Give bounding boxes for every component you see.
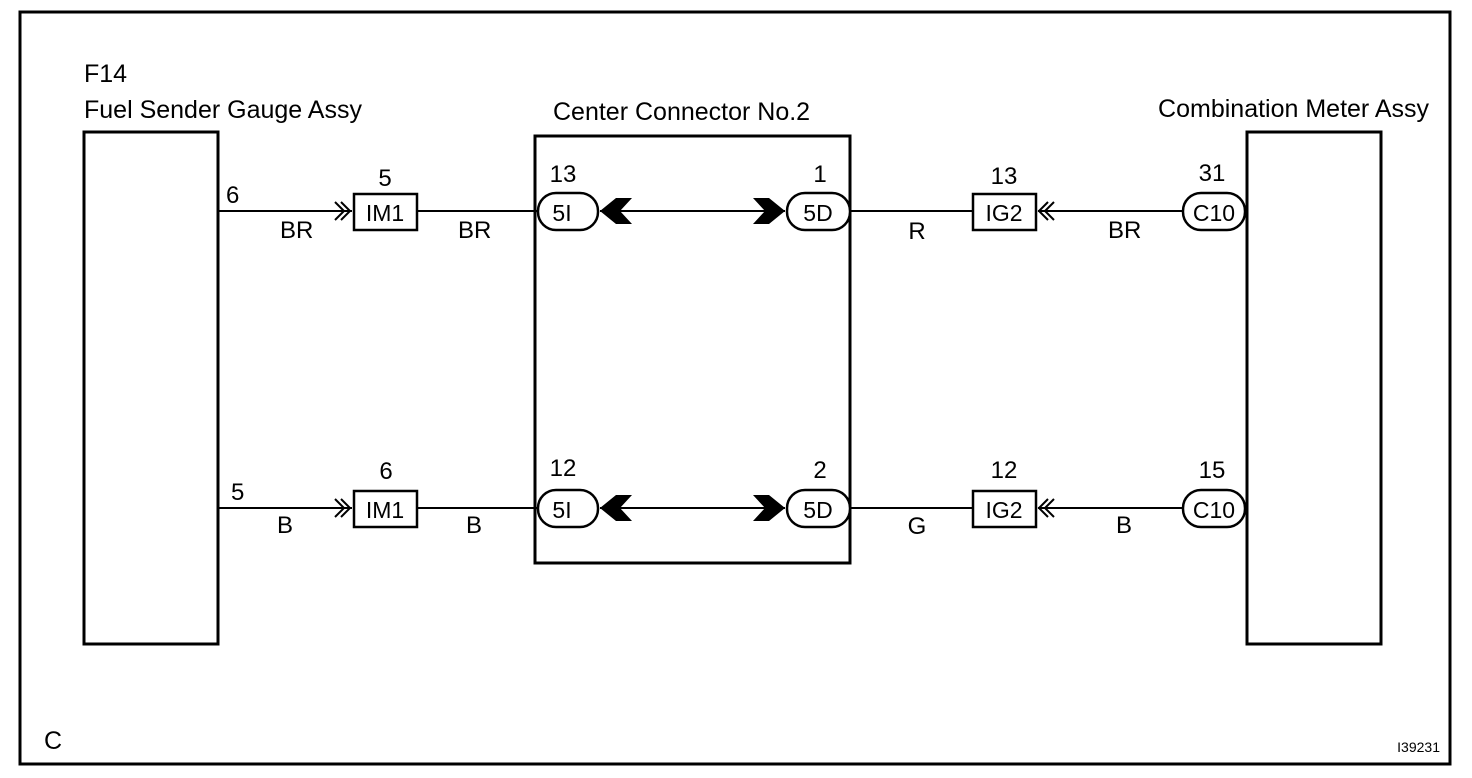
chevron-right-icon (334, 498, 352, 518)
inline-connector-name: IM1 (366, 200, 404, 226)
inline-connector (971, 489, 1038, 529)
circuit-2: 5 B IM1 6 B 5I 12 5D 2 G IG2 12 B C10 15 (218, 455, 1247, 540)
wire-color-label: B (466, 512, 482, 539)
inline-connector (971, 192, 1038, 232)
junction-connector (536, 488, 600, 529)
combination-meter-name: Combination Meter Assy (1158, 95, 1429, 123)
junction-connector-pin: 13 (550, 161, 577, 188)
junction-connector-name: 5I (552, 200, 571, 226)
frame-letter: C (44, 727, 62, 755)
chevron-right-icon (753, 198, 785, 224)
meter-connector-pin: 31 (1199, 160, 1226, 187)
sender-pin-number: 5 (231, 479, 244, 506)
meter-connector-pin: 15 (1199, 457, 1226, 484)
junction-connector (536, 191, 600, 232)
chevron-left-icon (1037, 498, 1055, 518)
wire-color-label: B (1116, 512, 1132, 539)
chevron-right-icon (334, 201, 352, 221)
combination-meter-box (1245, 130, 1383, 646)
inline-connector-name: IG2 (985, 497, 1022, 523)
inline-connector-name: IM1 (366, 497, 404, 523)
chevron-left-icon (600, 495, 632, 521)
junction-connector-pin: 2 (813, 457, 826, 484)
inline-connector-pin: 6 (379, 458, 392, 485)
junction-connector-pin: 1 (813, 161, 826, 188)
circuit-1: 6 BR IM1 5 BR 5I 13 5D 1 R IG2 13 BR C10… (218, 160, 1247, 245)
junction-connector-name: 5I (552, 497, 571, 523)
junction-connector-name: 5D (803, 200, 832, 226)
inline-connector-name: IG2 (985, 200, 1022, 226)
figure-id: I39231 (1397, 739, 1440, 755)
inline-connector (352, 192, 419, 232)
fuel-sender-name: Fuel Sender Gauge Assy (84, 96, 362, 124)
meter-connector (1181, 191, 1247, 232)
meter-connector-name: C10 (1193, 497, 1235, 523)
inline-connector (352, 489, 419, 529)
wire-color-label: R (908, 218, 925, 245)
wire-color-label: BR (1108, 217, 1141, 244)
meter-connector-name: C10 (1193, 200, 1235, 226)
fuel-sender-code: F14 (84, 60, 127, 88)
meter-connector (1181, 488, 1247, 529)
wire-color-label: G (908, 513, 927, 540)
inline-connector-pin: 13 (991, 163, 1018, 190)
chevron-left-icon (1037, 201, 1055, 221)
sender-pin-number: 6 (226, 182, 239, 209)
junction-connector-name: 5D (803, 497, 832, 523)
chevron-right-icon (753, 495, 785, 521)
diagram-frame (18, 10, 1452, 766)
fuel-sender-box (82, 130, 220, 646)
chevron-left-icon (600, 198, 632, 224)
junction-connector-pin: 12 (550, 455, 577, 482)
center-connector-name: Center Connector No.2 (553, 98, 810, 126)
junction-connector (785, 191, 852, 232)
inline-connector-pin: 12 (991, 457, 1018, 484)
inline-connector-pin: 5 (378, 165, 391, 192)
junction-connector (785, 488, 852, 529)
wire-color-label: B (277, 512, 293, 539)
wire-color-label: BR (458, 217, 491, 244)
wire-color-label: BR (280, 217, 313, 244)
